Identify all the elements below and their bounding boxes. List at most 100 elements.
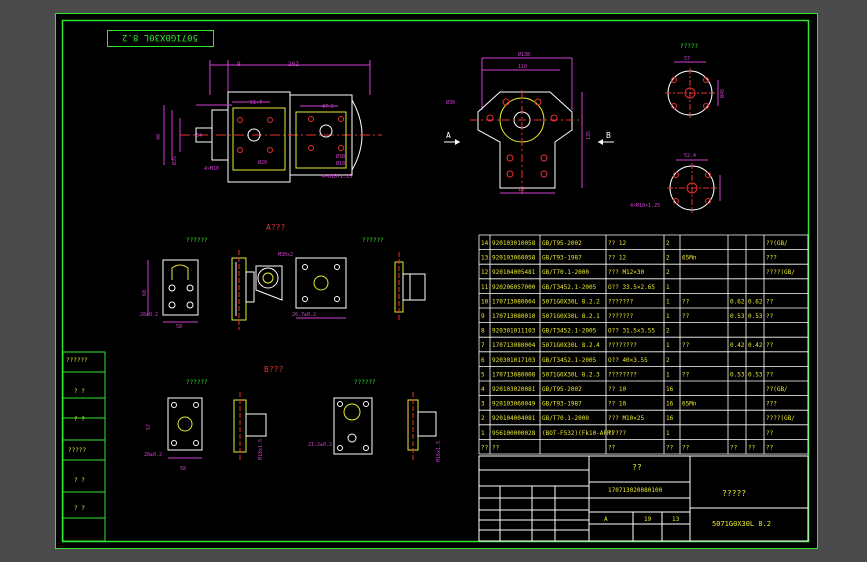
bom-cell-note: ??: [766, 371, 774, 378]
dim-138: Ø138: [518, 51, 530, 58]
bom-cell-note: ??: [766, 444, 774, 451]
dim-267: 26.7±0.2: [292, 312, 316, 318]
title-name: ?????: [722, 489, 746, 498]
bom-cell-no: 4: [481, 386, 485, 393]
dim-517: 51.7: [250, 100, 262, 106]
bom-cell-std: 5071G0X30L 8.2.1: [542, 313, 600, 320]
bom-cell-name: ?? 10: [608, 401, 626, 408]
bom-cell-no: 8: [481, 328, 485, 335]
title-scale: A: [604, 516, 608, 523]
dim-m18: M18x1.5: [258, 439, 264, 460]
dim-m30: M30x2: [278, 252, 293, 258]
label-a: A: [446, 131, 451, 140]
bom-cell-name: O?? 33.5×2.65: [608, 284, 655, 291]
bom-cell-w1: 0.53: [730, 313, 745, 320]
bom-cell-std: GB/T93-1987: [542, 401, 582, 408]
bom-cell-code: 920206057000: [492, 284, 536, 291]
mark-b2: ??????: [354, 379, 376, 386]
bom-cell-name: O?? 40×3.55: [608, 357, 648, 364]
bom-cell-note: ??(GB/: [766, 240, 788, 247]
dim-57-b: 57: [146, 424, 152, 430]
bom-cell-qty: 1: [666, 313, 670, 320]
bom-cell-std: GB/T70.1-2000: [542, 269, 589, 276]
bom-cell-qty: 2: [666, 255, 670, 262]
bom-cell-name: ??: [608, 444, 616, 451]
bom-cell-note: ??: [766, 430, 774, 437]
bom-cell-qty: 2: [666, 357, 670, 364]
dim-35: Ø35: [171, 156, 178, 165]
bom-cell-code: 170713080004: [492, 298, 536, 305]
bom-cell-mat: 65Mn: [682, 255, 697, 262]
bom-cell-name: ??? M10×25: [608, 415, 645, 422]
bom-cell-qty: 2: [666, 240, 670, 247]
bom-cell-name: ???????: [608, 298, 634, 305]
bom-cell-std: (BOT-F532)(Fk10-AFR): [542, 430, 614, 437]
dim-20: Ø20: [258, 159, 267, 166]
dim-18: Ø18: [336, 160, 345, 167]
dim-28: 28±0.2: [140, 312, 158, 318]
dim-4x125: 4×M10×1.25: [322, 174, 352, 180]
flange-end-view: [444, 57, 614, 195]
bom-cell-w2: 0.53: [748, 371, 763, 378]
dim-524: 52.4: [684, 153, 696, 159]
bom-cell-code: 170713080008: [492, 371, 536, 378]
dim-58-a: 58: [176, 324, 182, 330]
dim-30: Ø30: [446, 99, 455, 106]
side-item: ?????: [68, 447, 86, 454]
detail-bottom-right: [667, 159, 721, 213]
view-b-parts: [167, 392, 437, 462]
bom-cell-qty: 1: [666, 284, 670, 291]
view-b-title: B???: [264, 365, 283, 374]
bom-cell-qty: 1: [666, 430, 670, 437]
bom-cell-code: 920104005481: [492, 269, 536, 276]
dim-4x10: 4×M10: [204, 166, 219, 172]
bom-cell-w2: 0.62: [748, 298, 763, 305]
bom-cell-no: 13: [481, 255, 489, 262]
dim-28-b: 28±0.2: [144, 452, 162, 458]
side-item: ? ?: [74, 388, 85, 395]
bom-cell-std: 5071G0X30L 8.2.2: [542, 298, 600, 305]
bom-cell-no: 14: [481, 240, 489, 247]
bom-cell-std: GB/T93-1987: [542, 255, 582, 262]
bom-cell-note: ??: [766, 313, 774, 320]
bom-cell-name: ?? 12: [608, 240, 626, 247]
title-sheet-2: 13: [672, 516, 680, 523]
mark-a2: ??????: [362, 237, 384, 244]
dim-9: 9: [237, 61, 241, 68]
bom-cell-w1: 0.62: [730, 298, 745, 305]
bom-cell-std: GB/T3452.1-2005: [542, 357, 597, 364]
bom-cell-code: 920104004081: [492, 415, 536, 422]
mark-a1: ??????: [186, 237, 208, 244]
bom-cell-note: ???: [766, 255, 777, 262]
bom-cell-no: 11: [481, 284, 489, 291]
dim-262: 262: [288, 61, 299, 68]
bom-cell-no: 5: [481, 371, 485, 378]
dim-4x125-b: 4×M10×1.25: [630, 203, 660, 209]
title-drawing-no: 170713020080100: [608, 487, 663, 494]
dim-38: Ø38: [336, 153, 345, 160]
stamp-text: 5071G0X30L 8.2: [122, 32, 198, 42]
bom-cell-mat: ??: [682, 298, 690, 305]
bom-cell-no: 10: [481, 298, 489, 305]
bom-cell-name: ????????: [608, 371, 637, 378]
bom-cell-note: ??: [766, 298, 774, 305]
bom-cell-mat: ??: [682, 371, 690, 378]
dim-57: 57: [684, 56, 690, 62]
dim-54: 54: [196, 133, 202, 139]
bom-cell-code: 920301011103: [492, 328, 536, 335]
view-a-title: A???: [266, 223, 285, 232]
bom-cell-no: 7: [481, 342, 485, 349]
bom-cell-std: 5071G0X30L 8.2.3: [542, 371, 600, 378]
bom-cell-std: GB/T3452.1-2005: [542, 328, 597, 335]
bom-cell-no: 3: [481, 401, 485, 408]
side-item: ? ?: [74, 505, 85, 512]
bom-cell-mat: ??: [682, 313, 690, 320]
bom-cell-qty: 1: [666, 371, 670, 378]
bom-cell-code: ??: [492, 444, 500, 451]
bom-cell-code: 170713080010: [492, 313, 536, 320]
dim-16: 16: [518, 187, 524, 193]
bom-cell-note: ????(GB/: [766, 415, 795, 422]
bom-cell-code: 956100000028: [492, 430, 536, 437]
bom-cell-no: 12: [481, 269, 489, 276]
